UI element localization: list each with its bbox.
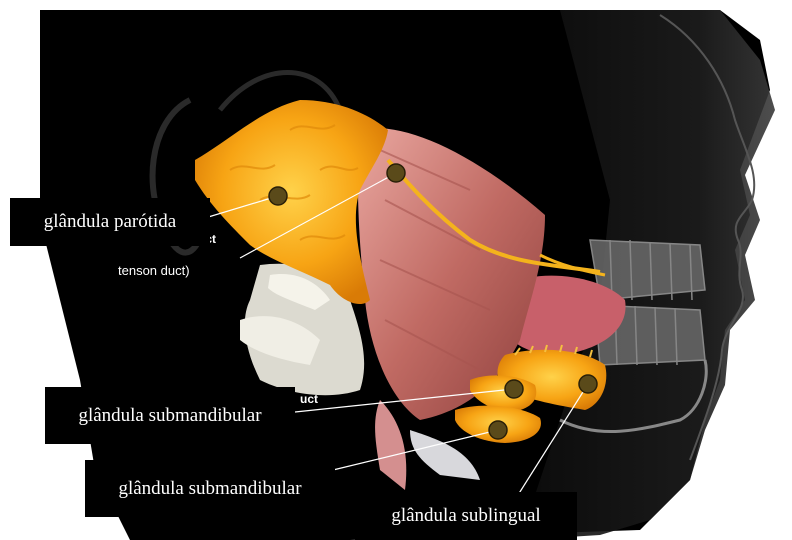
label-submandibular-gland-1: glândula submandibular xyxy=(45,387,295,444)
label-parotid-gland: glândula parótida xyxy=(10,198,210,246)
marker-sublingual xyxy=(579,375,597,393)
bg-text-stenson: tenson duct) xyxy=(118,263,190,278)
marker-submandibular-lower xyxy=(489,421,507,439)
label-submandibular-gland-2: glândula submandibular xyxy=(85,460,335,517)
label-sublingual-gland: glândula sublingual xyxy=(355,492,577,540)
marker-duct xyxy=(387,164,405,182)
bg-text-partial: uct xyxy=(300,392,318,406)
marker-parotid xyxy=(269,187,287,205)
marker-submandibular-upper xyxy=(505,380,523,398)
